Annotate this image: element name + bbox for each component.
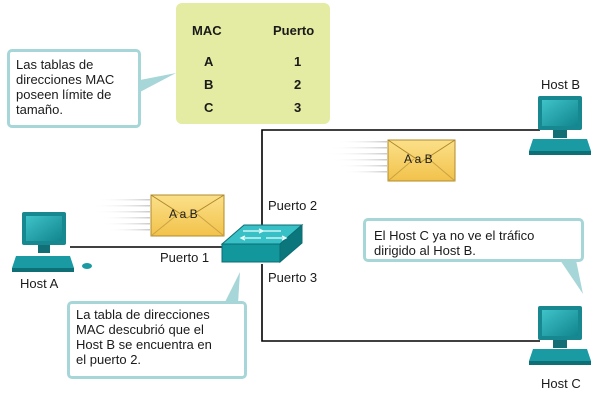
- callout-host-c: El Host C ya no ve el tráfico dirigido a…: [363, 218, 584, 262]
- callout-pointer-learned: [224, 272, 240, 304]
- port-label-1: Puerto 1: [160, 250, 210, 265]
- host-label-b: Host B: [541, 77, 581, 92]
- frame-label-1: A a B: [169, 207, 198, 221]
- host-label-c: Host C: [541, 376, 581, 391]
- computer-icon-host-a: [12, 212, 92, 272]
- port-label-2: Puerto 2: [268, 198, 318, 213]
- callout-size-limit: Las tablas de direcciones MAC poseen lím…: [7, 49, 141, 128]
- mac-table-cell-port: 2: [294, 77, 302, 92]
- mac-table-cell-mac: C: [204, 100, 214, 115]
- callout-pointer-host-c: [560, 260, 583, 294]
- link-port-2-host-b: [261, 129, 540, 234]
- envelope-icon-frame-1: [150, 194, 225, 237]
- mac-table-cell-port: 3: [294, 100, 302, 115]
- mac-table-cell-mac: B: [204, 77, 214, 92]
- envelope-icon-frame-2: [387, 139, 456, 182]
- callout-pointer-size-limit: [140, 73, 176, 92]
- callout-mac-learned-text: La tabla de direcciones MAC descubrió qu…: [76, 307, 212, 367]
- network-links: [70, 129, 540, 342]
- switch-icon: [220, 223, 304, 264]
- link-port-3-host-c: [261, 264, 540, 342]
- mac-table-cell-port: 1: [294, 54, 302, 69]
- mac-table-header-mac: MAC: [192, 23, 222, 38]
- callout-mac-learned: La tabla de direcciones MAC descubrió qu…: [67, 301, 247, 379]
- callout-size-limit-text: Las tablas de direcciones MAC poseen lím…: [16, 57, 115, 117]
- mac-table-cell-mac: A: [204, 54, 214, 69]
- host-label-a: Host A: [20, 276, 59, 291]
- speed-lines-frame-1: [90, 199, 150, 231]
- computer-icon-host-b: [529, 96, 591, 155]
- port-label-3: Puerto 3: [268, 270, 318, 285]
- speed-lines-frame-2: [326, 141, 387, 173]
- mac-table-header-port: Puerto: [273, 23, 315, 38]
- mac-address-table: MAC Puerto A 1 B 2 C 3: [176, 3, 330, 124]
- computer-icon-host-c: [529, 306, 591, 365]
- callout-host-c-text: El Host C ya no ve el tráfico dirigido a…: [374, 228, 535, 258]
- frame-label-2: A a B: [404, 152, 433, 166]
